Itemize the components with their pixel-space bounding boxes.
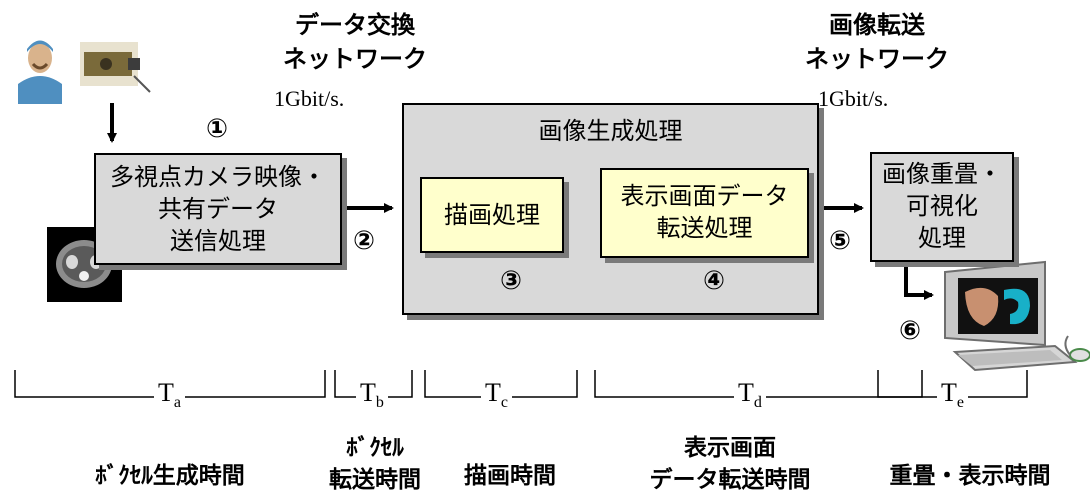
time-ta-sub: a bbox=[173, 394, 181, 412]
time-tc: Tc bbox=[481, 378, 512, 413]
time-tc-sub: c bbox=[500, 394, 508, 412]
time-ta: Ta bbox=[154, 378, 185, 413]
data-exchange-network-label: データ交換 ネットワーク bbox=[260, 8, 450, 76]
step-5-marker: ⑤ bbox=[829, 226, 852, 256]
overlay-display-time-label: 重畳・表示時間 bbox=[889, 463, 1051, 489]
data-exchange-rate: 1Gbit/s. bbox=[274, 86, 345, 111]
time-te-sub: e bbox=[956, 394, 964, 412]
display-transfer-box: 表示画面データ 転送処理 bbox=[600, 168, 809, 258]
step-2-marker: ② bbox=[353, 226, 376, 256]
overlay-box-line2: 可視化 bbox=[906, 192, 978, 220]
time-ta-var: T bbox=[158, 378, 174, 407]
display-transfer-line1: 表示画面データ bbox=[620, 182, 789, 210]
step-3-marker: ③ bbox=[500, 266, 523, 296]
time-te: Te bbox=[937, 378, 968, 413]
display-transfer-time-label: 表示画面 データ転送時間 bbox=[610, 432, 850, 496]
camera-send-process-box: 多視点カメラ映像・ 共有データ 送信処理 bbox=[94, 153, 342, 265]
overlay-visualization-box: 画像重畳・ 可視化 処理 bbox=[870, 152, 1014, 262]
image-transfer-network-label: 画像転送 ネットワーク bbox=[782, 8, 972, 76]
overlay-box-line1: 画像重畳・ bbox=[882, 160, 1002, 188]
time-tc-var: T bbox=[485, 378, 501, 407]
image-transfer-line2: ネットワーク bbox=[805, 45, 949, 73]
time-te-var: T bbox=[941, 378, 957, 407]
step-4-marker: ④ bbox=[703, 266, 726, 296]
step-1-marker: ① bbox=[206, 114, 229, 144]
camera-box-line1: 多視点カメラ映像・ bbox=[110, 163, 326, 191]
time-td: Td bbox=[734, 378, 766, 413]
display-transfer-time-line2: データ転送時間 bbox=[649, 467, 811, 493]
arrow-overlay-to-monitor bbox=[904, 262, 934, 300]
time-td-sub: d bbox=[753, 394, 762, 412]
step-6-marker: ⑥ bbox=[899, 316, 922, 346]
drawing-process-box: 描画処理 bbox=[420, 177, 564, 253]
data-exchange-line2: ネットワーク bbox=[283, 45, 427, 73]
display-transfer-line2: 転送処理 bbox=[656, 214, 753, 242]
voxel-generation-time-label: ﾎﾞｸｾﾙ生成時間 bbox=[95, 463, 245, 489]
display-transfer-time-line1: 表示画面 bbox=[684, 435, 776, 461]
image-transfer-line1: 画像転送 bbox=[829, 11, 925, 39]
time-tb: Tb bbox=[356, 378, 388, 413]
drawing-process-label: 描画処理 bbox=[444, 201, 540, 229]
time-td-var: T bbox=[738, 378, 754, 407]
time-tb-var: T bbox=[360, 378, 376, 407]
monitor-icon bbox=[944, 260, 1090, 372]
voxel-transfer-line2: 転送時間 bbox=[329, 467, 421, 493]
voxel-transfer-line1: ﾎﾞｸｾﾙ bbox=[346, 435, 404, 461]
overlay-box-line3: 処理 bbox=[918, 224, 966, 252]
voxel-transfer-time-label: ﾎﾞｸｾﾙ 転送時間 bbox=[310, 432, 440, 496]
camera-box-line3: 送信処理 bbox=[170, 227, 266, 255]
camera-box-line2: 共有データ bbox=[158, 195, 278, 223]
image-generation-title: 画像生成処理 bbox=[538, 117, 683, 145]
time-tb-sub: b bbox=[375, 394, 384, 412]
camera-icon bbox=[80, 42, 151, 93]
surgeon-icon bbox=[12, 38, 70, 104]
image-transfer-rate: 1Gbit/s. bbox=[818, 86, 889, 111]
draw-time-label: 描画時間 bbox=[464, 463, 556, 489]
data-exchange-line1: データ交換 bbox=[295, 11, 415, 39]
